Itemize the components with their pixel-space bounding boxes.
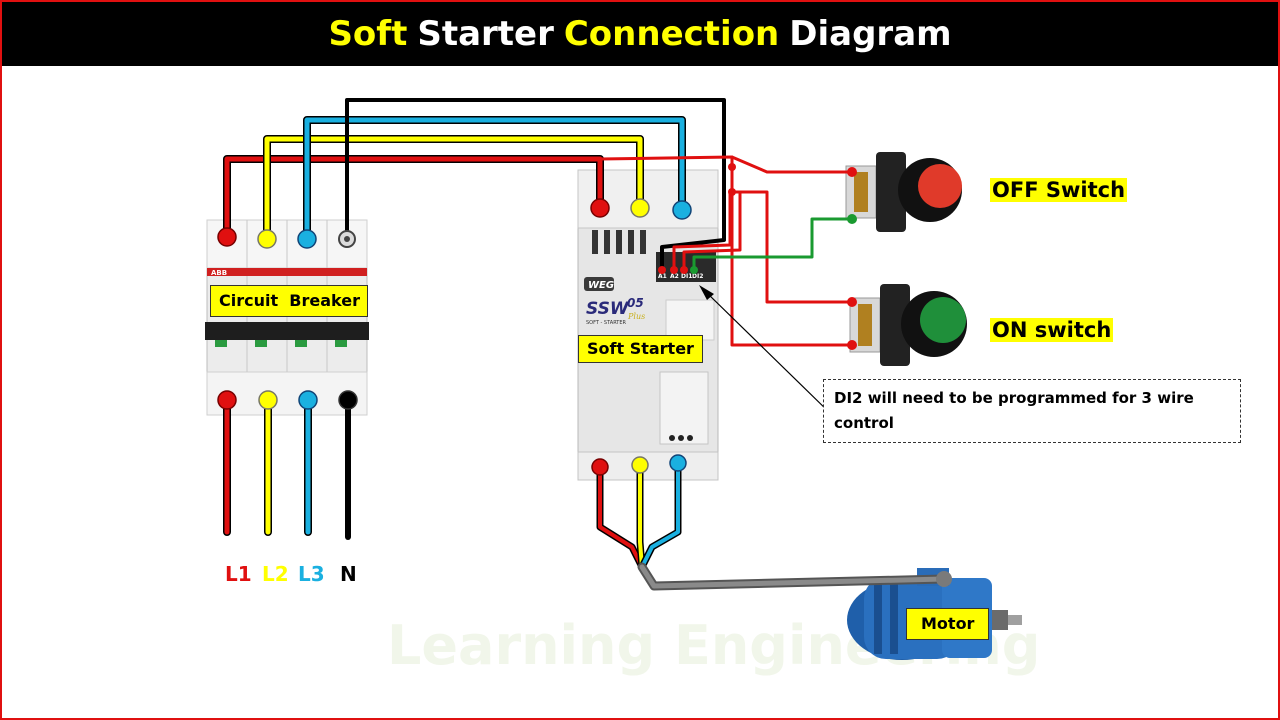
device-brand: WEG bbox=[588, 280, 614, 291]
soft-starter-label: Soft Starter bbox=[578, 335, 703, 363]
title-word-connection: Connection bbox=[563, 14, 780, 54]
breaker-brand: ABB bbox=[211, 269, 227, 277]
on-push-button bbox=[849, 284, 967, 366]
terminals bbox=[217, 163, 857, 476]
device-subtitle: SOFT - STARTER bbox=[586, 320, 627, 326]
terminal-a2: A2 bbox=[670, 273, 679, 280]
w-output-wire bbox=[640, 465, 680, 569]
terminal-di2: DI2 bbox=[692, 273, 703, 280]
terminal-di1: DI1 bbox=[681, 273, 692, 280]
device-model-number: 05 bbox=[627, 296, 644, 310]
motor-label: Motor bbox=[906, 608, 990, 640]
phase-label-l3: L3 bbox=[298, 562, 325, 586]
title-bar: Soft Starter Connection Diagram bbox=[2, 2, 1278, 66]
off-push-button bbox=[845, 152, 962, 232]
l1-supply-wire bbox=[224, 156, 603, 240]
circuit-breaker-label: Circuit Breaker bbox=[210, 285, 368, 317]
circuit-breaker: ABB bbox=[205, 219, 369, 416]
on-switch-return-wire bbox=[730, 190, 854, 304]
u-output-wire bbox=[598, 465, 644, 569]
device-model: SSW bbox=[586, 299, 630, 319]
on-switch-label: ON switch bbox=[990, 318, 1114, 342]
note-arrow bbox=[699, 285, 833, 416]
di1-control-wire bbox=[682, 190, 742, 272]
neutral-control-wire bbox=[345, 98, 726, 270]
l3-supply-wire bbox=[304, 117, 685, 240]
terminal-a1: A1 bbox=[658, 273, 667, 280]
a2-control-wire bbox=[672, 190, 732, 272]
title-word-starter: Starter bbox=[417, 14, 554, 54]
title-word-soft: Soft bbox=[328, 14, 408, 54]
off-switch-label: OFF Switch bbox=[990, 178, 1128, 202]
title-word-diagram: Diagram bbox=[789, 14, 952, 54]
phase-label-l1: L1 bbox=[225, 562, 252, 586]
di2-programming-note: DI2 will need to be programmed for 3 wir… bbox=[823, 379, 1241, 443]
wiring bbox=[223, 98, 952, 591]
off-switch-feed-wire bbox=[598, 155, 854, 174]
v-output-wire bbox=[638, 465, 644, 569]
device-model-suffix: Plus bbox=[627, 312, 645, 321]
di2-control-wire bbox=[692, 217, 854, 272]
on-switch-feed-wire bbox=[730, 155, 854, 347]
phase-label-n: N bbox=[340, 562, 357, 586]
l2-supply-wire bbox=[264, 136, 643, 240]
phase-label-l2: L2 bbox=[262, 562, 289, 586]
